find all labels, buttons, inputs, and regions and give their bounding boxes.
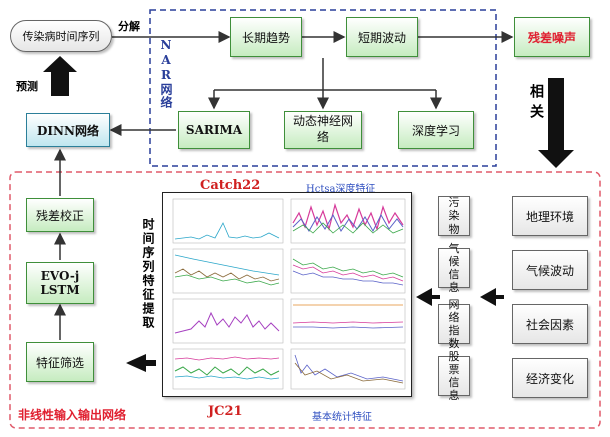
residual-node: 残差噪声 — [514, 17, 590, 57]
decompose-label: 分解 — [118, 20, 140, 33]
plot-2-1 — [172, 248, 284, 294]
dinn-node: DINN网络 — [26, 113, 110, 147]
factor-climate-fluct: 气候波动 — [512, 250, 588, 290]
factor-social: 社会因素 — [512, 304, 588, 344]
dynamic-nn-node: 动态神经网络 — [284, 111, 362, 149]
input-series-node: 传染病时间序列 — [10, 20, 112, 52]
deep-learning-node: 深度学习 — [398, 111, 474, 149]
plot-3-1 — [172, 298, 284, 344]
feature-plots-svg — [172, 198, 406, 390]
feature-plots-panel — [162, 192, 412, 397]
feature-extract-label: 时间序列特征提取 — [141, 218, 155, 330]
short-term-node: 短期波动 — [346, 17, 418, 57]
plot-1-2 — [290, 198, 406, 244]
factor-pollutant: 污染物 — [438, 196, 470, 236]
hctsa-title: Hctsa深度特征 — [306, 184, 376, 195]
nar-label: NAR网络 — [159, 38, 173, 109]
residual-correct-node: 残差校正 — [26, 198, 94, 232]
predict-label: 预测 — [16, 80, 38, 93]
long-term-node: 长期趋势 — [230, 17, 302, 57]
predict-arrow — [43, 56, 77, 96]
plot-4-1 — [172, 348, 284, 390]
plot-4-2 — [290, 348, 406, 390]
factor-stock-info: 股票信息 — [438, 350, 470, 402]
nar-region — [149, 9, 497, 167]
catch22-title: Catch22 — [200, 178, 261, 193]
factor-economic: 经济变化 — [512, 358, 588, 398]
feature-select-node: 特征筛选 — [26, 342, 94, 382]
evo-jlstm-node: EVO-jLSTM — [26, 262, 94, 304]
related-arrow — [538, 78, 574, 168]
related-label: 相关 — [528, 84, 544, 124]
nonlinear-section-title: 非线性输入输出网络 — [18, 408, 127, 422]
factor-geo-env: 地理环境 — [512, 196, 588, 236]
factor-climate-info: 气候信息 — [438, 242, 470, 294]
basic-stats-title: 基本统计特征 — [312, 412, 372, 423]
arrow-factors-left — [416, 288, 440, 306]
plot-2-2 — [290, 248, 406, 294]
jc21-title: JC21 — [208, 404, 243, 419]
sarima-node: SARIMA — [178, 111, 250, 149]
factor-network-index: 网络指数 — [438, 298, 470, 350]
arrow-to-feature-select — [126, 354, 156, 372]
plot-1-1 — [172, 198, 284, 244]
plot-3-2 — [290, 298, 406, 344]
